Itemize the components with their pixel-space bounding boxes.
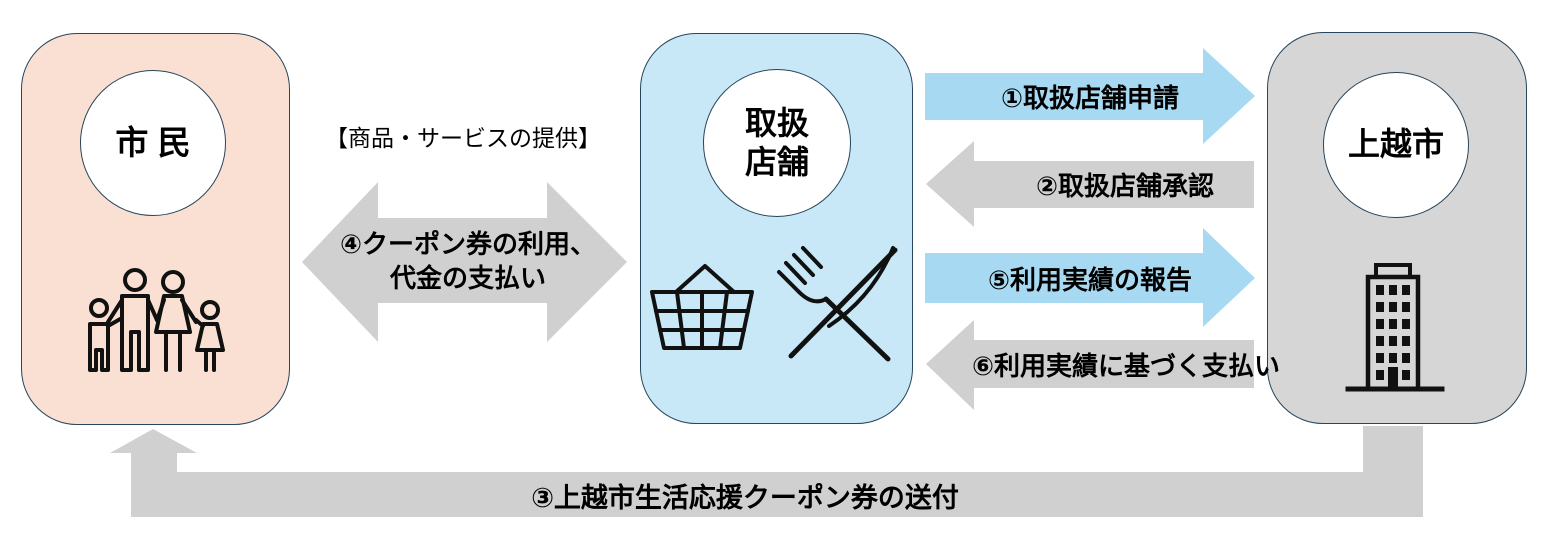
step1-label: ①取扱店舗申請 xyxy=(1000,83,1179,113)
provide-caption: 【商品・サービスの提供】 xyxy=(325,125,601,151)
fork-knife-icon xyxy=(777,246,898,362)
step6-label: ⑥利用実績に基づく支払い xyxy=(972,351,1281,381)
office-building-icon xyxy=(1345,263,1445,392)
step5-label: ⑤利用実績の報告 xyxy=(987,265,1192,295)
city-label: 上越市 xyxy=(1347,126,1444,163)
store-label-circle: 取扱 店舗 xyxy=(703,69,851,217)
step3-label: ③上越市生活応援クーポン券の送付 xyxy=(531,483,959,513)
arrow-step6-payment xyxy=(926,320,1254,410)
family-icon xyxy=(88,268,225,372)
citizen-label-circle: 市 民 xyxy=(80,70,226,216)
arrow-step3-send-coupon xyxy=(110,426,1423,517)
citizen-label: 市 民 xyxy=(115,123,191,161)
arrow-step5-report xyxy=(925,228,1255,327)
shopping-basket-icon xyxy=(650,264,754,350)
store-label: 取扱 店舗 xyxy=(744,104,809,180)
step4-label: ④クーポン券の利用、 代金の支払い xyxy=(339,229,596,293)
step2-label: ②取扱店舗承認 xyxy=(1035,171,1214,201)
arrow-step2-approve xyxy=(926,141,1254,227)
arrow-step1-apply xyxy=(925,48,1255,144)
city-label-circle: 上越市 xyxy=(1323,72,1469,218)
arrow-step4-double xyxy=(302,182,627,342)
